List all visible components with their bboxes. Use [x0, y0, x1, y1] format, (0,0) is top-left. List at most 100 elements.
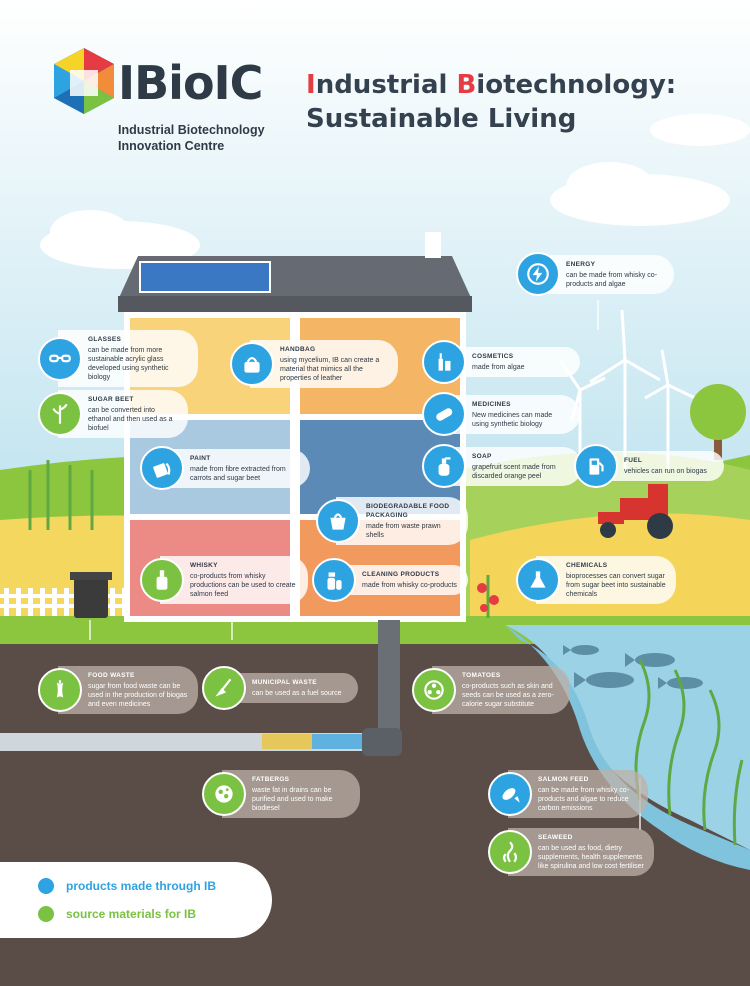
title-line-2: Sustainable Living: [306, 104, 577, 134]
title-letter-b: B: [456, 70, 477, 100]
green-dot-icon: [38, 906, 54, 922]
spray-bottle-icon: [312, 558, 356, 602]
label-text: can be made from more sustainable acryli…: [88, 347, 169, 381]
label-text: co-products such as skin and seeds can b…: [462, 683, 554, 708]
tomato-plant: [477, 575, 499, 618]
label-title: BIODEGRADABLE FOOD PACKAGING: [366, 503, 450, 519]
label-chemicals: CHEMICALS bioprocesses can convert sugar …: [516, 556, 676, 604]
label-text: made from waste prawn shells: [366, 523, 441, 539]
legend-sources: source materials for IB: [38, 906, 196, 922]
flask-icon: [516, 558, 560, 602]
sugar-beet-icon: [38, 392, 82, 436]
label-text: co-products from whisky productions can …: [190, 573, 296, 598]
label-text: grapefruit scent made from discarded ora…: [472, 463, 556, 480]
legend-products: products made through IB: [38, 878, 216, 894]
fish: [563, 645, 703, 689]
apple-core-icon: [38, 668, 82, 712]
fish-icon: [488, 772, 532, 816]
label-title: MUNICIPAL WASTE: [252, 679, 317, 686]
legend-products-label: products made through IB: [66, 879, 216, 893]
label-text: can be made from whisky co-products and …: [538, 787, 630, 812]
pill-icon: [422, 392, 466, 436]
label-municipal-waste: MUNICIPAL WASTE can be used as a fuel sou…: [202, 666, 358, 710]
label-seaweed: SEAWEED can be used as food, dietry suppl…: [488, 828, 654, 876]
label-salmon-feed: SALMON FEED can be made from whisky co-pr…: [488, 770, 648, 818]
soap-icon: [422, 444, 466, 488]
label-handbag: HANDBAG using mycelium, IB can create a m…: [230, 340, 398, 388]
food-box-icon: [316, 499, 360, 543]
handbag-icon: [230, 342, 274, 386]
label-title: HANDBAG: [280, 346, 316, 353]
label-title: WHISKY: [190, 562, 218, 569]
fatberg-icon: [202, 772, 246, 816]
label-title: COSMETICS: [472, 353, 514, 360]
label-medicines: MEDICINES New medicines can made using sy…: [422, 392, 580, 436]
recycling-bin: [74, 578, 108, 618]
title-industrial: ndustrial: [315, 70, 457, 100]
fuel-pump-icon: [574, 444, 618, 488]
label-title: FOOD WASTE: [88, 672, 135, 679]
label-text: can be converted into ethanol and then u…: [88, 407, 173, 432]
label-tomatoes: TOMATOES co-products such as skin and see…: [412, 666, 570, 714]
tree: [690, 384, 746, 440]
blue-dot-icon: [38, 878, 54, 894]
label-text: bioprocesses can convert sugar from suga…: [566, 573, 666, 598]
tractor: [598, 484, 673, 539]
label-title: PAINT: [190, 454, 211, 462]
page-title: Industrial Biotechnology: Sustainable Li…: [306, 68, 736, 136]
label-food-waste: FOOD WASTE sugar from food waste can be u…: [38, 666, 198, 714]
label-fuel: FUEL vehicles can run on biogas: [574, 444, 724, 488]
label-title: FUEL: [624, 457, 643, 464]
label-fatbergs: FATBERGS waste fat in drains can be purif…: [202, 770, 360, 818]
label-title: TOMATOES: [462, 672, 501, 679]
label-cleaning: CLEANING PRODUCTS made from whisky co-pro…: [312, 558, 468, 602]
label-sugar-beet: SUGAR BEET can be converted into ethanol …: [38, 390, 188, 438]
label-text: can be used as food, dietry supplements,…: [538, 845, 644, 870]
logo-hexagon-icon: [54, 48, 114, 114]
glasses-icon: [38, 336, 82, 381]
lightning-icon: [516, 252, 560, 296]
logo-subtitle: Industrial Biotechnology Innovation Cent…: [118, 123, 265, 153]
broom-icon: [202, 666, 246, 710]
legend: products made through IB source material…: [0, 862, 272, 938]
label-title: SOAP: [472, 452, 492, 460]
label-title: SALMON FEED: [538, 776, 589, 783]
legend-sources-label: source materials for IB: [66, 907, 197, 921]
whisky-bottle-icon: [140, 558, 184, 602]
label-text: made from fibre extracted from carrots a…: [190, 465, 286, 482]
drain-pipe: [0, 620, 402, 756]
label-title: CLEANING PRODUCTS: [362, 571, 440, 578]
cosmetics-icon: [422, 340, 466, 384]
label-title: GLASSES: [88, 336, 122, 343]
label-text: made from whisky co-products: [362, 582, 457, 589]
label-text: can be made from whisky co-products and …: [566, 271, 658, 288]
label-title: FATBERGS: [252, 776, 290, 783]
logo-text: IBioIC: [118, 56, 263, 110]
paint-can-icon: [140, 446, 184, 490]
solar-panel: [139, 261, 271, 293]
label-text: can be used as a fuel source: [252, 690, 342, 697]
label-text: sugar from food waste can be used in the…: [88, 683, 188, 708]
seaweed-icon: [488, 830, 532, 874]
label-title: SUGAR BEET: [88, 396, 134, 403]
title-biotechnology: iotechnology:: [476, 70, 677, 100]
title-letter-i: I: [306, 70, 316, 100]
sugar-cane: [28, 460, 94, 530]
label-title: MEDICINES: [472, 400, 511, 408]
label-whisky: WHISKY co-products from whisky production…: [140, 556, 308, 604]
label-paint: PAINT made from fibre extracted from carr…: [140, 446, 310, 490]
label-energy: ENERGY can be made from whisky co-product…: [516, 252, 674, 296]
label-soap: SOAP grapefruit scent made from discarded…: [422, 444, 582, 488]
label-title: CHEMICALS: [566, 562, 608, 569]
label-packaging: BIODEGRADABLE FOOD PACKAGING made from wa…: [316, 497, 468, 545]
label-title: SEAWEED: [538, 834, 573, 841]
tomato-slice-icon: [412, 668, 456, 712]
label-cosmetics: COSMETICS made from algae: [422, 340, 580, 384]
label-title: ENERGY: [566, 260, 596, 268]
label-text: made from algae: [472, 364, 525, 371]
label-text: waste fat in drains can be purified and …: [252, 787, 333, 812]
label-glasses: GLASSES can be made from more sustainable…: [38, 330, 198, 387]
label-text: New medicines can made using synthetic b…: [472, 411, 553, 428]
label-text: using mycelium, IB can create a material…: [280, 357, 380, 382]
label-text: vehicles can run on biogas: [624, 468, 707, 475]
